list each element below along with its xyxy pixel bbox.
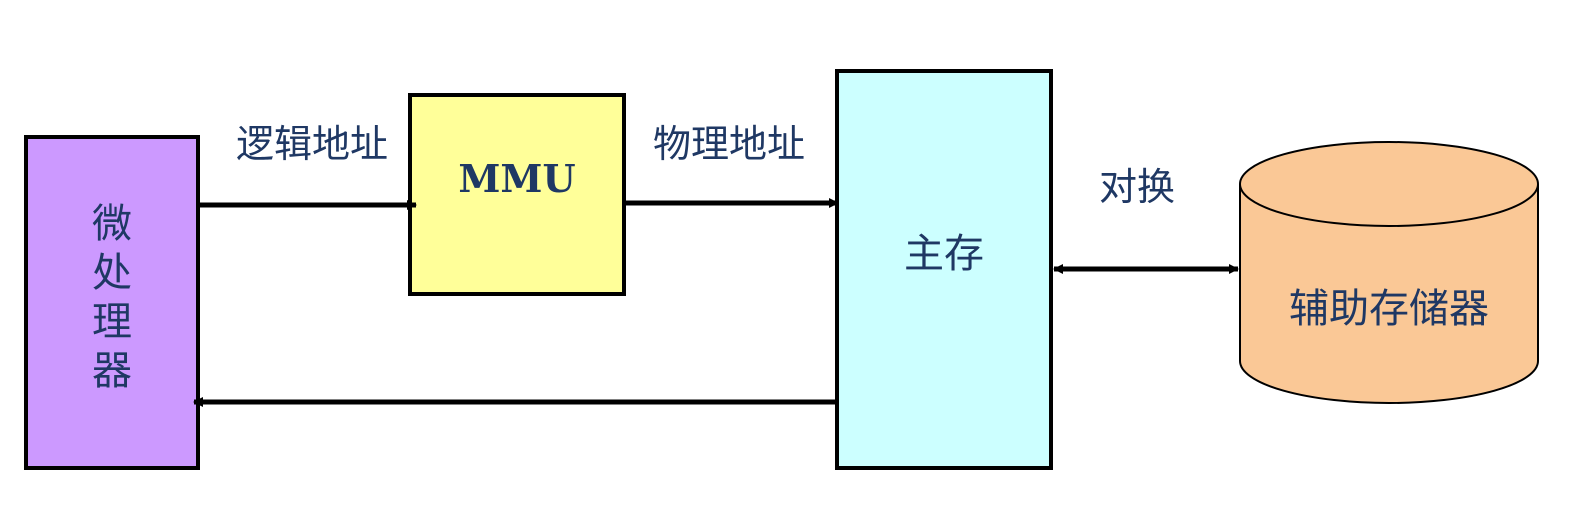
logical-address-label: 逻辑地址: [236, 122, 388, 166]
secondary-storage-node: 辅助存储器: [1239, 141, 1539, 404]
cpu-label-char-4: 器: [92, 348, 132, 394]
cpu-label-char-1: 微: [92, 201, 132, 247]
cylinder-top: [1239, 141, 1539, 227]
main-memory-label: 主存: [904, 231, 984, 277]
main-memory-box: [835, 69, 1053, 470]
physical-address-label: 物理地址: [653, 122, 805, 166]
cpu-label-char-2: 处: [92, 250, 132, 296]
mmu-box: [408, 93, 626, 296]
mmu-label: MMU: [458, 156, 575, 201]
cylinder-body: [1239, 184, 1539, 404]
main-memory-node: 主存: [835, 69, 1053, 470]
secondary-storage-label: 辅助存储器: [1289, 286, 1489, 332]
cpu-label-char-3: 理: [92, 299, 132, 345]
cpu-node: 微 处 理 器: [24, 135, 200, 470]
cpu-box: [24, 135, 200, 470]
mmu-node: MMU: [408, 93, 626, 296]
swap-label: 对换: [1099, 165, 1175, 209]
